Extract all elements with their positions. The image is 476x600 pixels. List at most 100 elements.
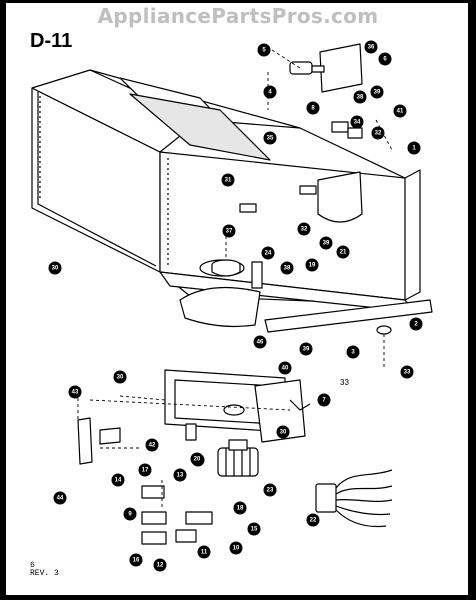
callout-bubble-37 [222,224,236,238]
callout-number-30: 30 [52,266,59,272]
callout-bubble-44 [53,491,67,505]
callout-bubble-42 [145,438,159,452]
switch-group [141,485,213,545]
callout-bubble-20 [190,452,204,466]
callout-number-42: 42 [149,443,156,449]
callout-bubble-38 [353,90,367,104]
callout-bubble-1 [407,141,421,155]
callout-number-11: 11 [201,550,208,556]
callout-number-30: 30 [117,375,124,381]
callout-bubble-30 [48,261,62,275]
callout-bubble-21 [336,245,350,259]
left-bracket [77,417,121,465]
callout-bubble-33 [400,365,414,379]
callout-bubble-32 [297,222,311,236]
callout-number-23: 23 [267,488,274,494]
callout-number-14: 14 [115,478,122,484]
callout-number-21: 21 [340,250,347,256]
motor-assembly [217,439,259,477]
callout-bubble-22 [306,513,320,527]
callout-bubble-3 [346,345,360,359]
callout-number-22: 22 [310,518,317,524]
callout-number-12: 12 [157,563,164,569]
blower-wheel [211,259,241,277]
callout-number-5: 5 [262,48,266,54]
callout-number-46: 46 [257,340,264,346]
callout-bubble-18 [233,501,247,515]
callout-number-43: 43 [72,390,79,396]
mounting-rail [264,299,433,333]
callout-bubble-32 [371,126,385,140]
callout-number-38: 38 [357,95,364,101]
callout-number-7: 7 [322,398,326,404]
wiring-harness [315,469,393,528]
callout-bubble-38 [280,261,294,275]
callout-bubble-2 [409,317,423,331]
callout-bubble-36 [364,40,378,54]
callout-number-16: 16 [133,558,140,564]
callout-bubble-11 [197,545,211,559]
callout-number-37: 37 [226,229,233,235]
callout-bubble-12 [153,558,167,572]
callout-bubble-31 [221,173,235,187]
callout-number-1: 1 [412,146,416,152]
callout-bubble-43 [68,385,82,399]
callout-bubble-30 [113,370,127,384]
callout-number-17: 17 [142,468,149,474]
callout-number-31: 31 [225,178,232,184]
callout-number-20: 20 [194,457,201,463]
callout-number-44: 44 [57,496,64,502]
callout-number-40: 40 [282,366,289,372]
callout-number-39: 39 [303,347,310,353]
terminal-board [289,43,363,93]
callout-bubble-6 [378,52,392,66]
callout-bubble-24 [261,246,275,260]
callout-number-18: 18 [237,506,244,512]
callout-bubble-41 [393,104,407,118]
callout-number-19: 19 [309,263,316,269]
callout-bubble-40 [278,361,292,375]
callout-bubble-35 [263,131,277,145]
callout-bubble-16 [129,553,143,567]
callout-number-32: 32 [375,131,382,137]
callout-bubble-46 [253,335,267,349]
callout-number-13: 13 [177,473,184,479]
callout-bubble-10 [229,541,243,555]
callout-number-24: 24 [265,251,272,257]
callout-number-41: 41 [397,109,404,115]
callout-bubble-15 [247,522,261,536]
callout-number-10: 10 [233,546,240,552]
callout-bubble-9 [123,507,137,521]
callout-number-4: 4 [268,90,272,96]
footer-rev: REV. 3 [30,569,59,578]
watermark: AppliancePartsPros.com [97,4,379,28]
control-plate [164,369,306,443]
callout-number-15: 15 [251,527,258,533]
small-parts [185,121,392,441]
callout-number-9: 9 [128,512,132,518]
callout-number-34: 34 [354,120,361,126]
callout-number-35: 35 [267,136,274,142]
callout-bubble-39 [370,85,384,99]
callout-number-3: 3 [351,350,355,356]
callout-bubble-39 [299,342,313,356]
callout-number-2: 2 [414,322,418,328]
callout-number-39: 39 [374,90,381,96]
callout-number-39: 39 [323,241,330,247]
callout-bubble-5 [257,43,271,57]
callout-number-6: 6 [383,57,387,63]
page-footer: 6 REV. 3 [30,562,59,578]
leader-label-33: 33 [340,378,349,387]
callout-bubble-30 [276,425,290,439]
callout-bubble-14 [111,473,125,487]
callout-bubble-17 [138,463,152,477]
callout-bubble-8 [306,101,320,115]
callout-number-8: 8 [311,106,315,112]
callout-number-32: 32 [301,227,308,233]
callout-bubble-23 [263,483,277,497]
callout-bubble-4 [263,85,277,99]
callout-bubble-34 [350,115,364,129]
callout-bubble-7 [317,393,331,407]
